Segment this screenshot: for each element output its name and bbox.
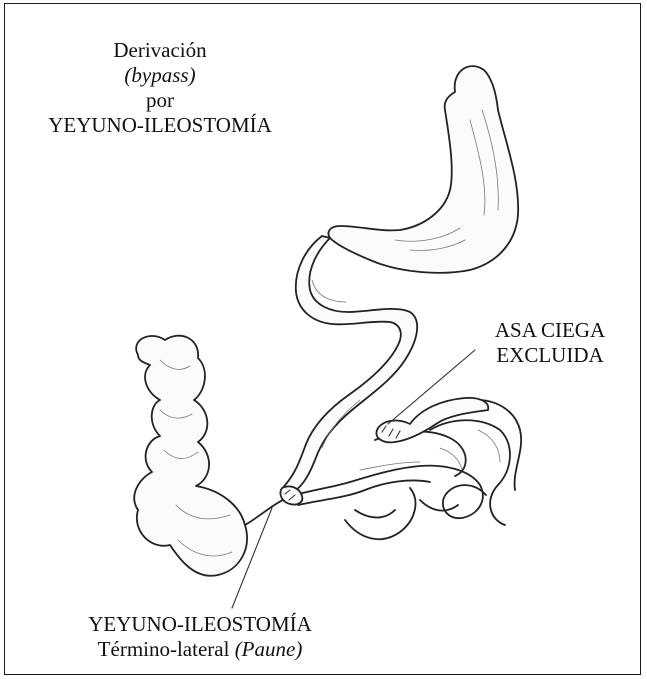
title-line-3: por	[0, 88, 320, 113]
small-intestine	[245, 400, 521, 539]
blind-loop-label: ASA CIEGA EXCLUIDA	[470, 318, 630, 368]
stomach	[328, 66, 518, 273]
blind-loop-label-line-1: ASA CIEGA	[470, 318, 630, 343]
anastomosis-site	[280, 486, 302, 504]
title-line-1: Derivación	[0, 38, 320, 63]
anastomosis-author-text: (Paune)	[235, 637, 303, 661]
colon	[134, 336, 247, 576]
anastomosis-label: YEYUNO-ILEOSTOMÍA Término-lateral (Paune…	[20, 612, 380, 662]
blind-loop-label-line-2: EXCLUIDA	[470, 343, 630, 368]
duodenum-jejunum	[282, 236, 417, 496]
anastomosis-label-line-2: Término-lateral (Paune)	[20, 637, 380, 662]
diagram-title: Derivación (bypass) por YEYUNO-ILEOSTOMÍ…	[0, 38, 320, 138]
title-line-2: (bypass)	[0, 63, 320, 88]
anastomosis-label-line-1: YEYUNO-ILEOSTOMÍA	[20, 612, 380, 637]
title-line-4: YEYUNO-ILEOSTOMÍA	[0, 113, 320, 138]
anastomosis-type-text: Término-lateral	[98, 637, 235, 661]
